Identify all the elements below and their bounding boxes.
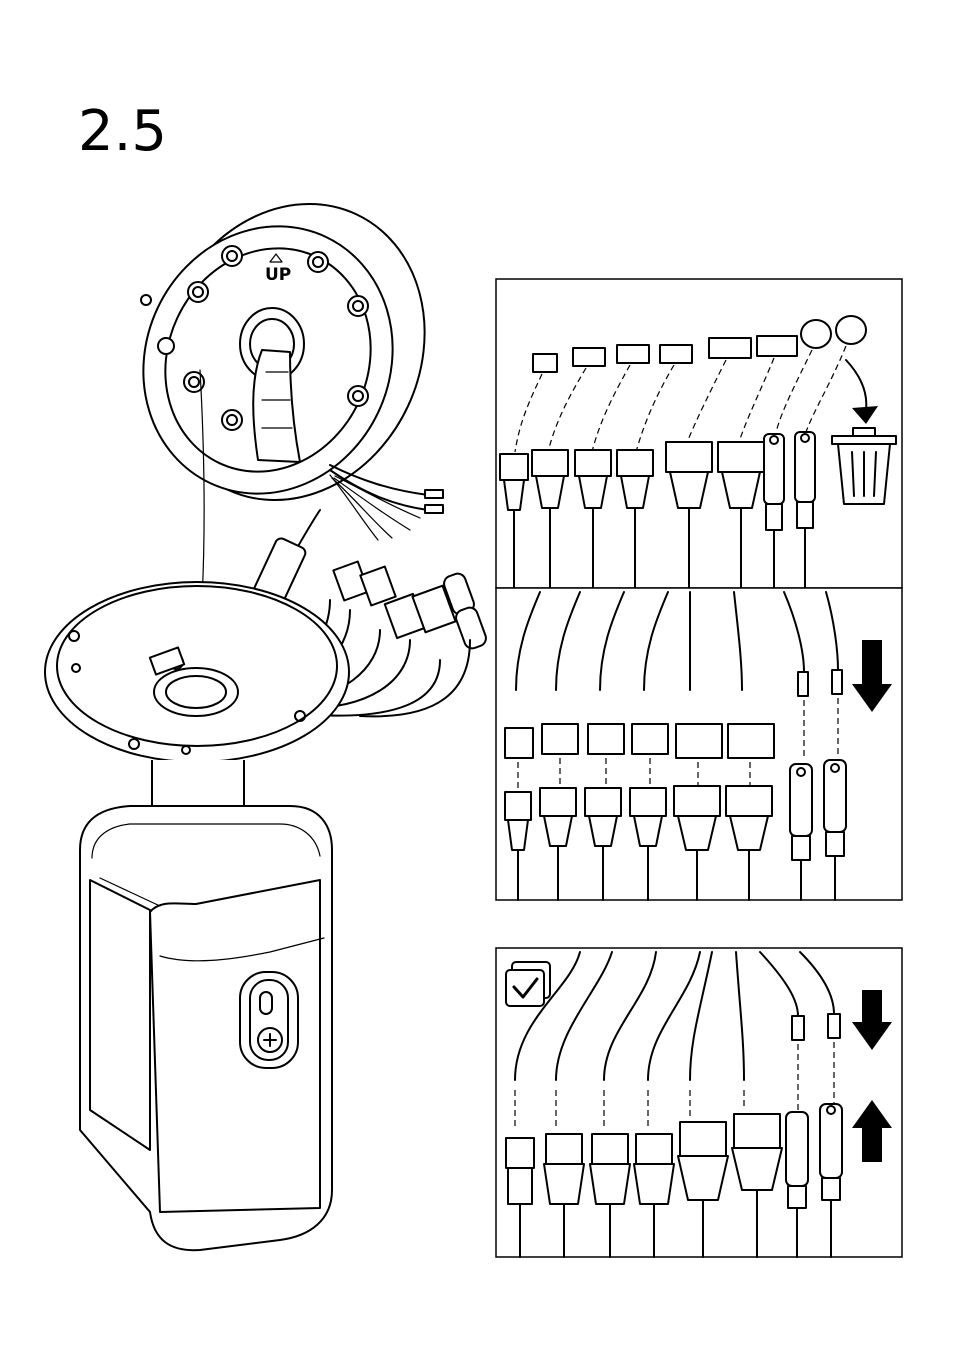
up-label: UP bbox=[265, 265, 291, 285]
mount-back-box: UP bbox=[100, 160, 472, 544]
mount-base-plate bbox=[45, 582, 349, 762]
terminal-plugs bbox=[505, 724, 774, 758]
panel-remove-caps bbox=[496, 279, 902, 588]
camera-body bbox=[80, 806, 332, 1250]
panel-disconnect-terminals bbox=[496, 588, 902, 900]
bundle-terminal-blocks bbox=[333, 562, 488, 651]
camera-access-port bbox=[240, 972, 298, 1068]
checkbox-checked-icon bbox=[506, 962, 550, 1006]
camera-assembly: UP bbox=[45, 160, 488, 1250]
panel-reconnect-terminals bbox=[496, 948, 902, 1257]
